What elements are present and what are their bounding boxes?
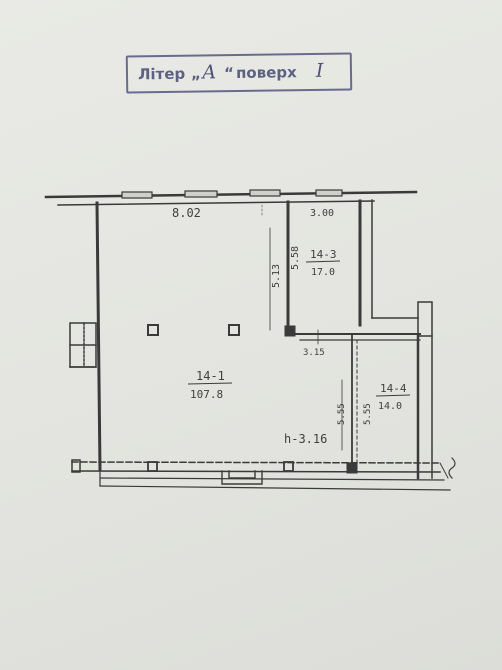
room-14-4: 14-4 14.0: [375, 382, 411, 412]
column-1: [147, 324, 159, 336]
room-area: 14.0: [378, 401, 402, 412]
room-id: 14-4: [380, 382, 407, 395]
left-entrance: [69, 322, 97, 368]
room-id: 14-1: [196, 369, 225, 383]
top-windows: [121, 189, 343, 199]
bottom-wall-outer-2: [99, 485, 451, 491]
column-room3: [284, 325, 296, 337]
room-14-3: 14-3 17.0: [305, 248, 341, 278]
bottom-wall-outer: [99, 477, 445, 481]
column-3: [147, 461, 158, 472]
room-id: 14-3: [310, 248, 337, 261]
bottom-left-pier: [71, 459, 81, 473]
bottom-wall-inner: [71, 470, 441, 473]
ceiling-height: h-3.16: [284, 432, 327, 446]
room-area: 17.0: [311, 267, 335, 278]
column-4: [283, 461, 294, 472]
top-inner-wall: [57, 200, 375, 206]
room-area: 107.8: [190, 388, 223, 401]
dim-top-main: 8.02: [172, 206, 201, 220]
bottom-entrance: [221, 470, 263, 485]
room-14-1: 14-1 107.8: [187, 369, 233, 401]
dim-room4-height-b: 5.55: [363, 403, 373, 425]
room4-pier: [417, 301, 433, 337]
bottom-glazing-1: [71, 461, 441, 464]
dim-corridor-width: 3.15: [303, 348, 325, 358]
left-outer-wall: [95, 201, 102, 472]
dim-room3-height-b: 5.58: [290, 246, 301, 270]
dim-room3-height-a: 5.13: [271, 264, 282, 288]
break-mark: [448, 457, 456, 479]
column-2: [228, 324, 240, 336]
dim-room4-height-a: 5.55: [337, 403, 347, 425]
dim-top-room3: 3.00: [310, 208, 334, 219]
top-outer-wall: [44, 190, 418, 199]
